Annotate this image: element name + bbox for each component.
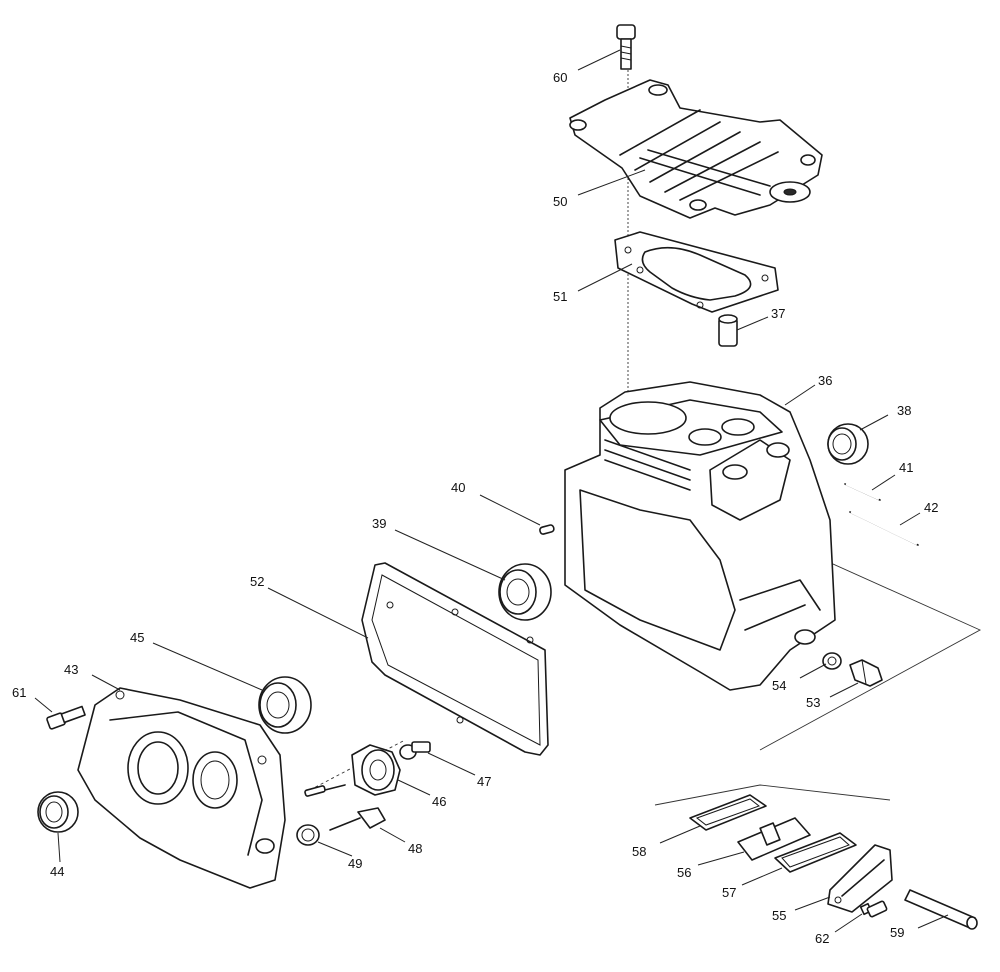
bearing-39 — [498, 563, 552, 621]
breather-valve-56 — [737, 817, 811, 861]
breather-gasket-57 — [774, 832, 857, 873]
callout-48: 48 — [408, 841, 422, 856]
tube-59 — [904, 889, 978, 930]
head-gasket-51 — [614, 231, 779, 313]
oil-seal-44 — [37, 791, 79, 833]
stud-41 — [844, 482, 881, 501]
washer-54 — [822, 652, 842, 670]
callout-62: 62 — [815, 931, 829, 946]
crankcase-cover-43 — [77, 687, 286, 889]
callout-36: 36 — [818, 373, 832, 388]
plug-47 — [399, 741, 431, 760]
callout-43: 43 — [64, 662, 78, 677]
callout-labels: 60 50 51 37 36 38 41 42 40 39 52 45 43 6… — [12, 70, 938, 946]
callout-53: 53 — [806, 695, 820, 710]
callout-45: 45 — [130, 630, 144, 645]
cylinder-block-36 — [564, 381, 836, 691]
bearing-45 — [258, 676, 312, 734]
callout-61: 61 — [12, 685, 26, 700]
callout-60: 60 — [553, 70, 567, 85]
callout-49: 49 — [348, 856, 362, 871]
drain-plug-53 — [849, 659, 883, 687]
callout-38: 38 — [897, 403, 911, 418]
callout-58: 58 — [632, 844, 646, 859]
breather-gasket-58 — [689, 794, 767, 831]
callout-37: 37 — [771, 306, 785, 321]
pin-40 — [539, 524, 555, 535]
dowel-37 — [718, 314, 738, 347]
oil-seal-38 — [827, 423, 869, 465]
leader-lines — [34, 49, 949, 933]
callout-54: 54 — [772, 678, 786, 693]
callout-46: 46 — [432, 794, 446, 809]
callout-41: 41 — [899, 460, 913, 475]
governor-gear-46 — [304, 744, 401, 797]
callout-56: 56 — [677, 865, 691, 880]
callout-50: 50 — [553, 194, 567, 209]
callout-51: 51 — [553, 289, 567, 304]
cylinder-head-50 — [569, 79, 823, 219]
callout-59: 59 — [890, 925, 904, 940]
breather-cover-55 — [827, 844, 893, 913]
bolt-62 — [859, 900, 888, 918]
callout-40: 40 — [451, 480, 465, 495]
bolt-61 — [46, 705, 86, 730]
callout-44: 44 — [50, 864, 64, 879]
callout-57: 57 — [722, 885, 736, 900]
bolt-60 — [616, 24, 636, 70]
stud-42 — [849, 510, 919, 546]
washer-49 — [296, 824, 320, 846]
callout-47: 47 — [477, 774, 491, 789]
callout-55: 55 — [772, 908, 786, 923]
crankcase-gasket-52 — [361, 562, 549, 756]
callout-42: 42 — [924, 500, 938, 515]
governor-shaft-48 — [329, 807, 386, 831]
callout-39: 39 — [372, 516, 386, 531]
callout-52: 52 — [250, 574, 264, 589]
